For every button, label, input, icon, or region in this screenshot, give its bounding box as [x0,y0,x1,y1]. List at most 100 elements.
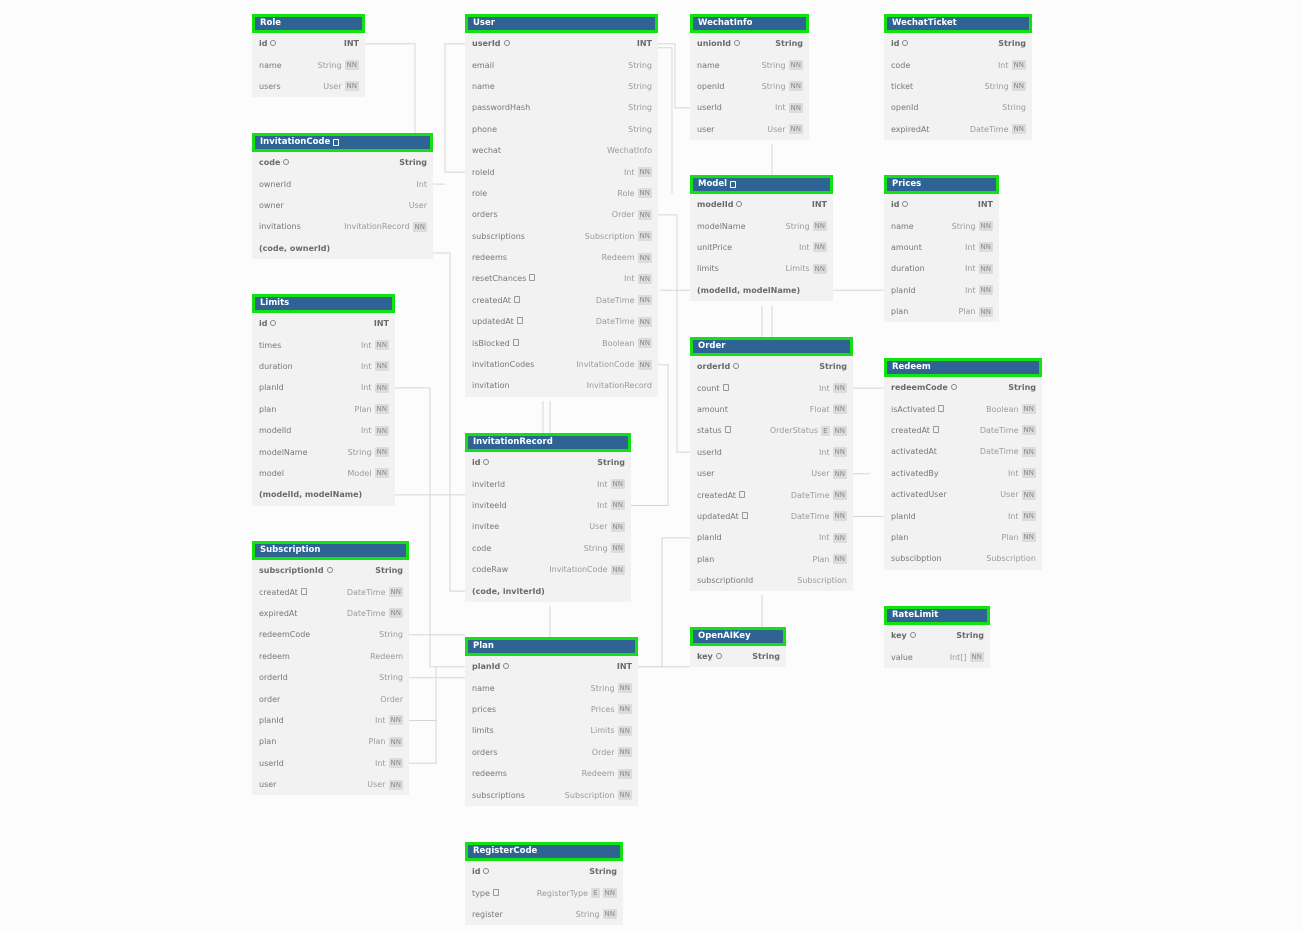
table-header[interactable]: Subscription [252,541,409,560]
composite-index-row[interactable]: (code, inviterId) [465,580,631,601]
table-header[interactable]: RateLimit [884,606,990,625]
note-icon[interactable] [492,888,499,896]
table-header[interactable]: Model [690,175,833,194]
note-icon[interactable] [730,181,737,188]
note-icon[interactable] [738,490,745,498]
table-header[interactable]: User [465,14,658,33]
table-header[interactable]: Order [690,337,853,356]
table-header[interactable]: Prices [884,175,999,194]
table-header[interactable]: InvitationCode [252,133,433,152]
note-icon[interactable] [513,295,520,303]
table-header[interactable]: OpenAIKey [690,627,786,646]
note-icon[interactable] [300,587,307,595]
note-icon[interactable] [512,338,519,346]
composite-index-row[interactable]: (modelId, modelName) [252,484,395,505]
note-icon[interactable] [724,426,731,434]
note-icon[interactable] [333,139,340,146]
composite-index-row[interactable]: (modelId, modelName) [690,280,833,301]
table-header[interactable]: WechatInfo [690,14,809,33]
